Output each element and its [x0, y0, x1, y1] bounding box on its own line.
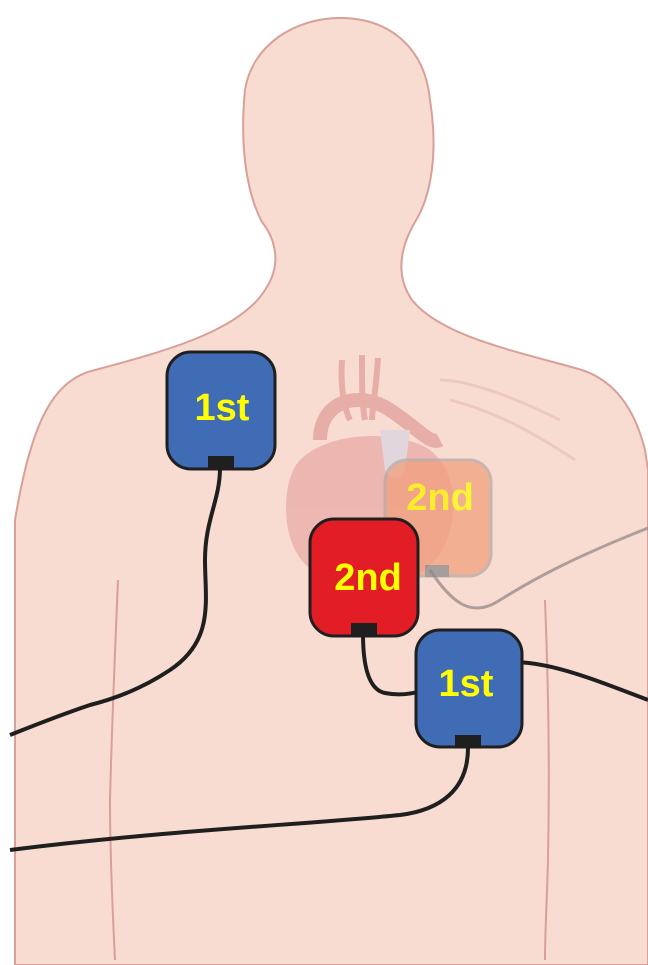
pad-1st-upper-label: 1st: [195, 387, 250, 429]
pad-1st-lower-connector: [455, 735, 481, 748]
pad-2nd-back-label: 2nd: [406, 477, 474, 519]
pad-2nd-center-label: 2nd: [334, 557, 402, 599]
pad-2nd-back-connector: [425, 565, 449, 577]
pad-1st-lower-label: 1st: [439, 663, 494, 705]
pad-1st-upper-right-chest: 1st: [167, 352, 275, 469]
pad-1st-upper-connector: [208, 456, 234, 469]
pad-2nd-center-connector: [351, 623, 377, 636]
pad-2nd-center-chest: 2nd: [310, 519, 418, 636]
pad-1st-lower-left-chest: 1st: [416, 630, 522, 748]
